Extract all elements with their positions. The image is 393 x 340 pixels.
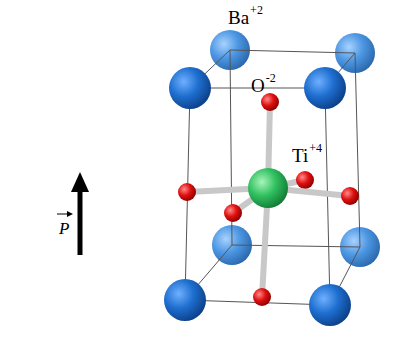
ti-atom — [248, 168, 288, 208]
bonds — [187, 102, 350, 297]
ba-atom — [169, 67, 211, 109]
vector-sign-head — [67, 211, 73, 217]
ion-label: Ti — [292, 146, 308, 165]
arrow-head — [71, 172, 89, 192]
charge-label: +2 — [250, 4, 263, 16]
o-atom — [253, 288, 271, 306]
charge-label: -2 — [266, 72, 276, 84]
charge-label: +4 — [309, 142, 322, 154]
polarization-arrow — [78, 190, 83, 255]
o-atom — [178, 183, 196, 201]
ion-label: O — [251, 76, 265, 95]
ba-atom — [309, 284, 351, 326]
ba-atom — [164, 279, 206, 321]
o-atom — [296, 171, 314, 189]
cell-edges — [185, 50, 360, 305]
o-atom — [261, 93, 279, 111]
o-atom — [224, 204, 242, 222]
ion-label: Ba — [228, 8, 249, 27]
vector-label: P — [59, 220, 69, 237]
ba-atom — [304, 67, 346, 109]
o-atom — [341, 187, 359, 205]
